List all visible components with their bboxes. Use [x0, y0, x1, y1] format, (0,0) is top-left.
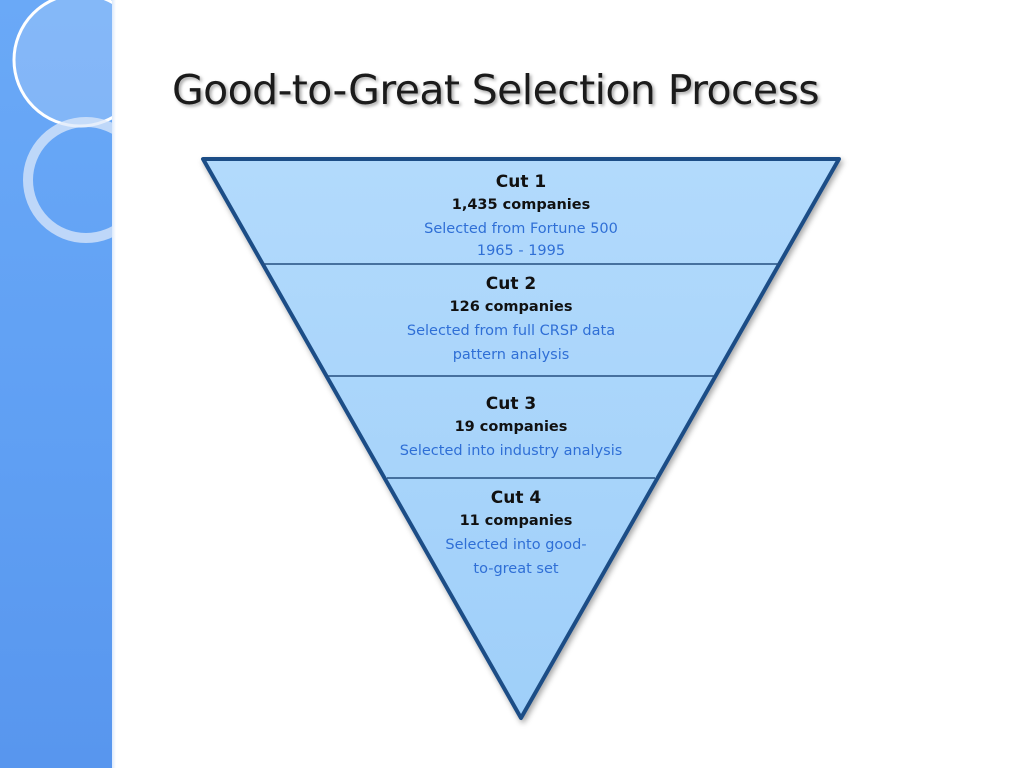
funnel-triangle	[201, 157, 841, 720]
cut-4-description-line-2: to-great set	[473, 561, 559, 577]
cut-2-count: 126 companies	[449, 299, 573, 315]
cut-1-description-line-2: 1965 - 1995	[476, 243, 566, 259]
cut-3-title: Cut 3	[485, 394, 537, 414]
cut-3-section: Cut 3 19 companies Selected into industr…	[361, 392, 661, 463]
cut-2-description-line-2: pattern analysis	[452, 347, 570, 363]
decorative-circles	[12, 0, 112, 243]
cut-2-section: Cut 2 126 companies Selected from full C…	[361, 272, 661, 367]
slide-title: Good-to-Great Selection Process	[172, 66, 820, 114]
cut-1-description-line-1: Selected from Fortune 500	[424, 221, 618, 237]
cut-4-description-line-1: Selected into good-	[445, 537, 587, 553]
cut-3-count: 19 companies	[454, 419, 568, 435]
cut-3-description-line-1: Selected into industry analysis	[399, 443, 623, 459]
cut-1-section: Cut 1 1,435 companies Selected from Fort…	[371, 170, 671, 263]
decorative-ring-small	[23, 117, 112, 243]
cut-1-title: Cut 1	[495, 172, 547, 192]
cut-4-count: 11 companies	[459, 513, 573, 529]
cut-4-title: Cut 4	[490, 488, 542, 508]
cut-2-description-line-1: Selected from full CRSP data	[406, 323, 616, 339]
cut-4-section: Cut 4 11 companies Selected into good- t…	[366, 486, 666, 581]
decorative-side-panel	[0, 0, 112, 768]
side-panel-edge	[112, 0, 116, 768]
cut-2-title: Cut 2	[485, 274, 537, 294]
cut-1-count: 1,435 companies	[451, 197, 591, 213]
